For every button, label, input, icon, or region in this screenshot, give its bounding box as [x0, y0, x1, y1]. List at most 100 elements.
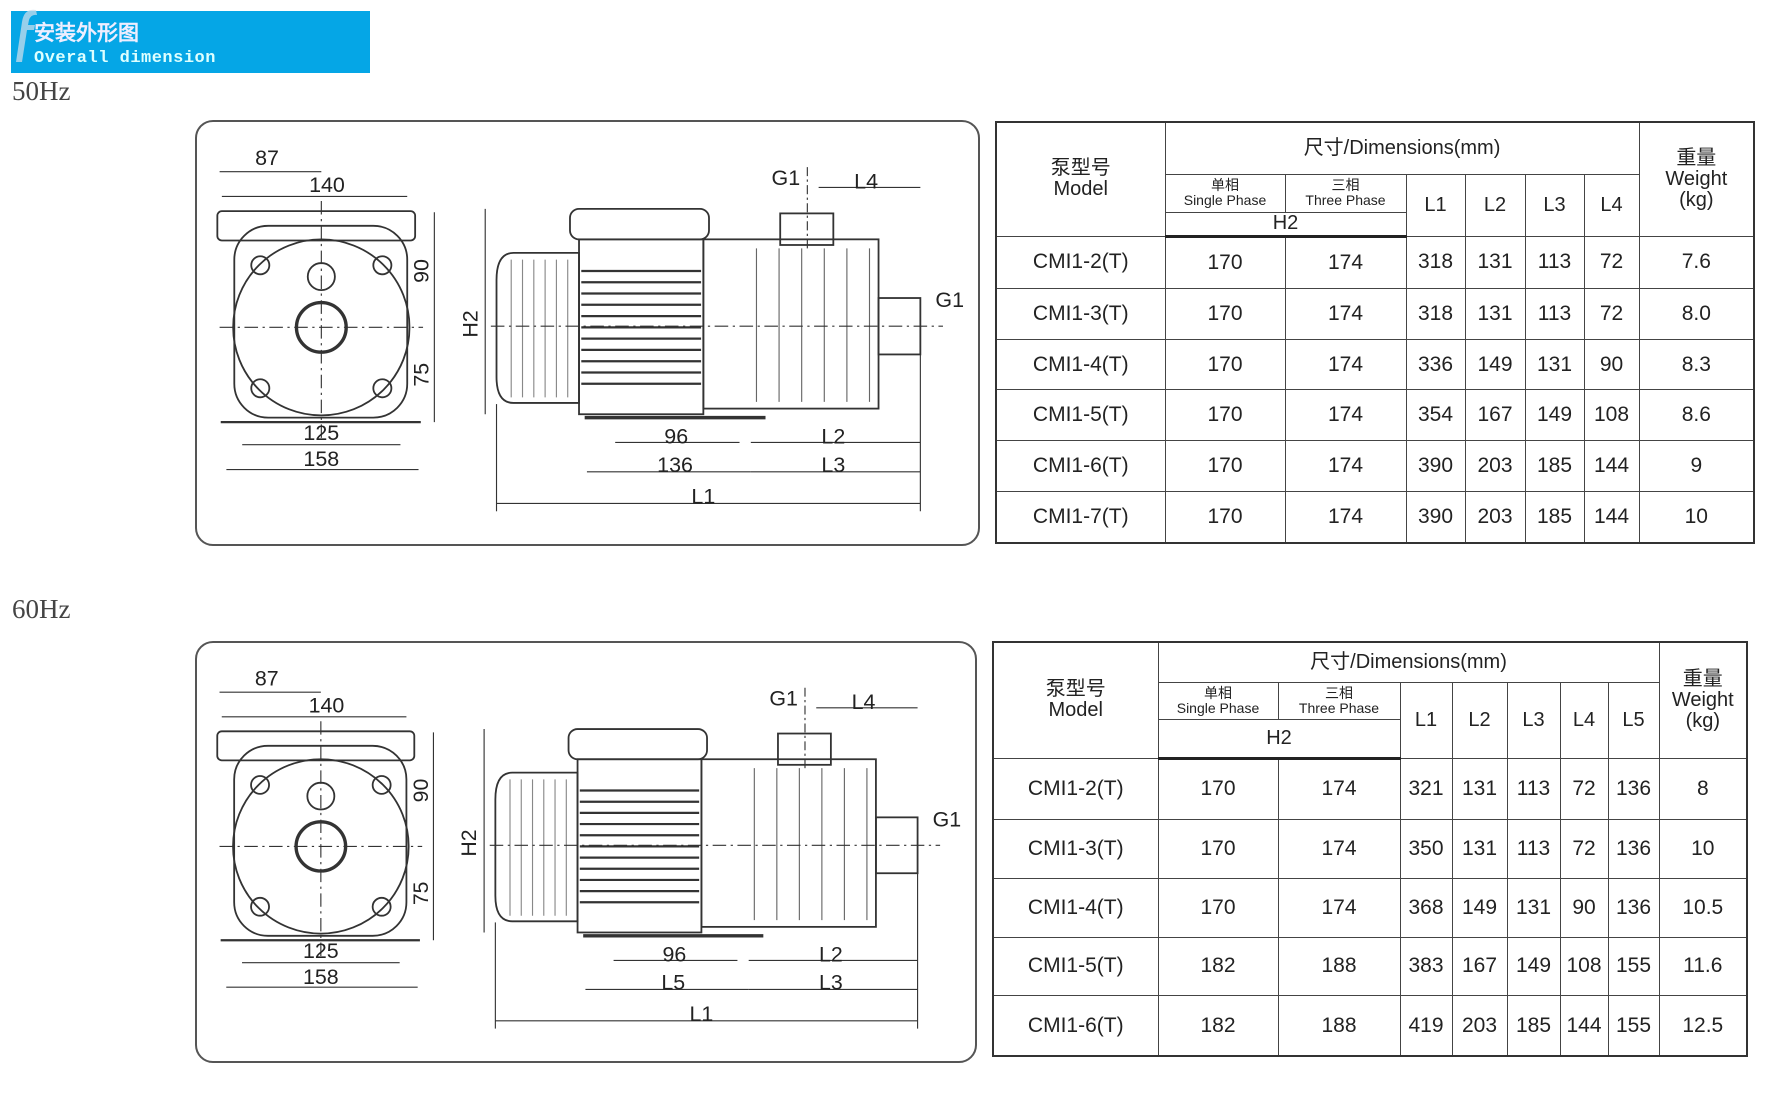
dim-label-mid: 136 — [657, 453, 693, 477]
header-dimensions: 尺寸/Dimensions(mm) — [1157, 641, 1660, 683]
table-cell: 155 — [1607, 995, 1660, 1057]
table-cell: 155 — [1607, 936, 1660, 997]
table-cell: CMI1-3(T) — [992, 818, 1159, 879]
dim-label-l1: L1 — [690, 1002, 714, 1026]
header-l3: L3 — [1524, 173, 1585, 237]
table-cell: 11.6 — [1658, 936, 1748, 997]
table-cell: 113 — [1524, 288, 1585, 340]
dim-label-g1-top: G1 — [769, 687, 798, 711]
dim-label-l1: L1 — [691, 484, 715, 508]
table-cell: 336 — [1405, 338, 1466, 391]
table-cell: 108 — [1559, 936, 1609, 997]
front-view — [216, 171, 435, 471]
table-cell: 174 — [1277, 757, 1401, 820]
dim-label-158: 158 — [303, 965, 339, 989]
table-cell: 368 — [1399, 877, 1453, 938]
table-cell: 174 — [1277, 877, 1401, 938]
section-header-banner: 安装外形图 Overall dimension — [11, 11, 370, 73]
model-en: Model — [1053, 178, 1108, 201]
three-cn: 三相 — [1331, 177, 1360, 193]
model-cn: 泵型号 — [1045, 678, 1106, 701]
dim-label-90: 90 — [409, 779, 433, 803]
table-cell: 144 — [1583, 490, 1640, 544]
table-cell: 318 — [1405, 288, 1466, 340]
table-cell: 350 — [1399, 818, 1453, 879]
table-cell: 170 — [1157, 757, 1279, 820]
dim-label-96: 96 — [664, 425, 688, 449]
dim-label-l3: L3 — [821, 453, 845, 477]
three-en: Three Phase — [1298, 699, 1380, 716]
table-cell: 170 — [1164, 440, 1286, 492]
dim-label-87: 87 — [255, 146, 279, 170]
table-cell: CMI1-7(T) — [995, 490, 1166, 544]
table-cell: 149 — [1506, 936, 1561, 997]
dim-label-g1-top: G1 — [772, 166, 801, 190]
dim-label-mid: L5 — [661, 971, 685, 995]
table-cell: 174 — [1284, 235, 1407, 290]
table-cell: 188 — [1277, 995, 1401, 1057]
table-cell: 8 — [1658, 757, 1748, 820]
dim-label-75: 75 — [409, 882, 433, 906]
dim-label-h2: H2 — [457, 829, 481, 856]
table-cell: 383 — [1399, 936, 1453, 997]
table-cell: 390 — [1405, 440, 1466, 492]
table-cell: CMI1-6(T) — [995, 440, 1166, 492]
table-cell: 185 — [1524, 440, 1585, 492]
table-cell: 167 — [1464, 389, 1526, 442]
header-h2: H2 — [1157, 718, 1401, 760]
table-cell: 136 — [1607, 818, 1660, 879]
table-cell: 12.5 — [1658, 995, 1748, 1057]
side-view — [483, 687, 941, 1029]
frequency-label-50hz: 50Hz — [12, 76, 71, 106]
dim-label-l2: L2 — [821, 425, 845, 449]
table-cell: 174 — [1284, 389, 1407, 442]
table-cell: 90 — [1559, 877, 1609, 938]
table-cell: 170 — [1157, 818, 1279, 879]
table-cell: CMI1-2(T) — [995, 235, 1166, 290]
table-cell: CMI1-2(T) — [992, 757, 1159, 820]
table-cell: 203 — [1464, 440, 1526, 492]
table-cell: CMI1-3(T) — [995, 288, 1166, 340]
table-cell: 131 — [1451, 818, 1508, 879]
table-cell: 136 — [1607, 877, 1660, 938]
header-h2: H2 — [1164, 211, 1407, 238]
frequency-label-60hz: 60Hz — [12, 594, 71, 624]
table-cell: 131 — [1464, 235, 1526, 290]
table-cell: CMI1-5(T) — [992, 936, 1159, 997]
table-cell: 188 — [1277, 936, 1401, 997]
model-en: Model — [1048, 699, 1103, 722]
table-cell: 131 — [1464, 288, 1526, 340]
dim-label-l4: L4 — [854, 170, 878, 194]
weight-cn: 重量 — [1682, 667, 1723, 690]
header-l4: L4 — [1583, 173, 1640, 237]
table-cell: 72 — [1583, 288, 1640, 340]
header-l1: L1 — [1405, 173, 1466, 237]
weight-en: Weight — [1671, 688, 1734, 711]
weight-unit: (kg) — [1679, 188, 1714, 211]
table-cell: 144 — [1583, 440, 1640, 492]
table-cell: 149 — [1524, 389, 1585, 442]
table-cell: 185 — [1506, 995, 1561, 1057]
header-title-cn: 安装外形图 — [34, 21, 139, 45]
model-cn: 泵型号 — [1050, 157, 1111, 180]
table-cell: 8.0 — [1638, 288, 1755, 340]
table-cell: 113 — [1506, 818, 1561, 879]
table-cell: 174 — [1284, 490, 1407, 544]
table-cell: 174 — [1284, 440, 1407, 492]
table-cell: 419 — [1399, 995, 1453, 1057]
single-en: Single Phase — [1176, 699, 1260, 716]
weight-unit: (kg) — [1685, 709, 1721, 732]
